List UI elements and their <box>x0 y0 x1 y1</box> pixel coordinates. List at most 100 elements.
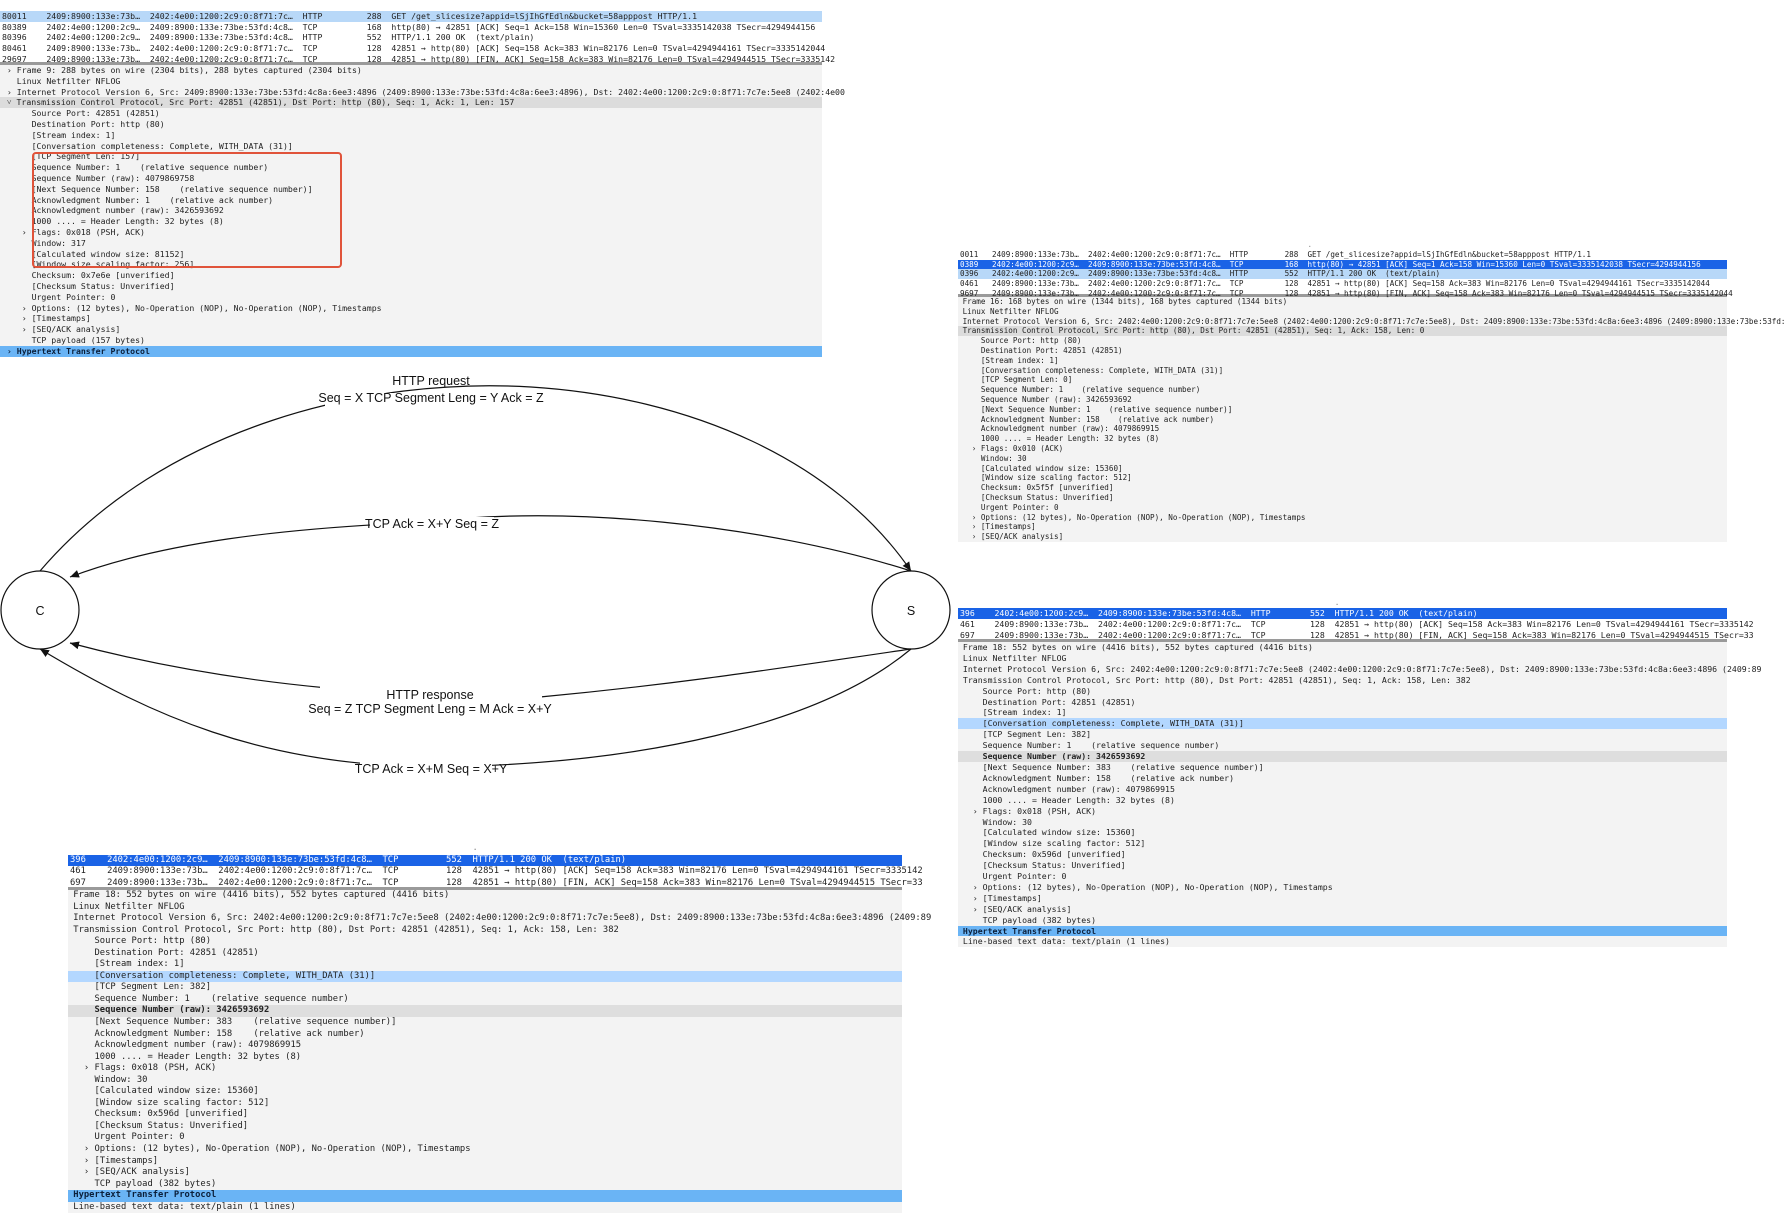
detail-line[interactable]: Acknowledgment Number: 158 (relative ack… <box>68 1028 365 1039</box>
detail-line[interactable]: Linux Netfilter NFLOG <box>958 306 1059 316</box>
detail-line[interactable]: › Frame 9: 288 bytes on wire (2304 bits)… <box>2 65 362 75</box>
detail-line[interactable]: TCP payload (382 bytes) <box>958 914 1097 925</box>
detail-line[interactable]: › Flags: 0x018 (PSH, ACK) <box>68 1063 217 1074</box>
detail-line[interactable]: Acknowledgment number (raw): 4079869915 <box>68 1040 302 1051</box>
detail-line[interactable]: Frame 18: 552 bytes on wire (4416 bits),… <box>68 890 450 900</box>
detail-line[interactable]: [Next Sequence Number: 383 (relative seq… <box>68 1017 397 1028</box>
packet-row[interactable]: 80396 2402:4e00:1200:2c9… 2409:8900:133e… <box>2 32 535 43</box>
detail-line[interactable]: Acknowledgment number (raw): 4079869915 <box>958 424 1160 434</box>
detail-line[interactable]: [Next Sequence Number: 1 (relative seque… <box>958 404 1233 414</box>
detail-line[interactable]: Sequence Number: 1 (relative sequence nu… <box>958 740 1220 751</box>
detail-line[interactable]: Internet Protocol Version 6, Src: 2402:4… <box>958 663 1762 674</box>
detail-line[interactable]: 1000 .... = Header Length: 32 bytes (8) <box>958 434 1160 444</box>
detail-line[interactable]: [Stream index: 1] <box>958 707 1067 718</box>
detail-line[interactable]: Transmission Control Protocol, Src Port:… <box>68 924 619 935</box>
detail-line[interactable]: [Window size scaling factor: 512] <box>68 1097 270 1108</box>
detail-line[interactable]: Window: 30 <box>958 816 1032 827</box>
detail-line[interactable]: Destination Port: http (80) <box>2 118 165 129</box>
packet-row[interactable]: 0389 2402:4e00:1200:2c9… 2409:8900:133e:… <box>958 259 1727 270</box>
detail-line[interactable]: [Window size scaling factor: 256] <box>2 259 195 270</box>
detail-line[interactable]: 1000 .... = Header Length: 32 bytes (8) <box>68 1051 302 1062</box>
detail-line[interactable]: [TCP Segment Len: 382] <box>958 729 1092 740</box>
detail-line[interactable]: [Checksum Status: Unverified] <box>958 860 1126 871</box>
detail-line[interactable]: 1000 .... = Header Length: 32 bytes (8) <box>2 216 224 227</box>
detail-line[interactable]: Window: 317 <box>2 237 86 248</box>
detail-line[interactable]: Window: 30 <box>958 453 1027 463</box>
detail-line[interactable]: Source Port: 42851 (42851) <box>2 108 160 119</box>
detail-line[interactable]: [Next Sequence Number: 383 (relative seq… <box>958 761 1264 772</box>
detail-line[interactable]: 1000 .... = Header Length: 32 bytes (8) <box>958 794 1175 805</box>
detail-line[interactable]: Transmission Control Protocol, Src Port:… <box>958 326 1727 337</box>
packet-row[interactable]: 80011 2409:8900:133e:73b… 2402:4e00:1200… <box>0 10 822 22</box>
packet-row[interactable]: 80389 2402:4e00:1200:2c9… 2409:8900:133e… <box>2 21 816 32</box>
detail-line[interactable]: [Stream index: 1] <box>68 959 185 970</box>
detail-line[interactable]: [Window size scaling factor: 512] <box>958 838 1146 849</box>
detail-line[interactable]: › Options: (12 bytes), No-Operation (NOP… <box>958 512 1306 522</box>
packet-row[interactable]: 396 2402:4e00:1200:2c9… 2409:8900:133e:7… <box>68 854 902 867</box>
detail-line[interactable]: [Conversation completeness: Complete, WI… <box>958 718 1727 730</box>
detail-line[interactable]: [Calculated window size: 15360] <box>958 463 1123 473</box>
detail-line[interactable]: [Checksum Status: Unverified] <box>2 280 175 291</box>
detail-line[interactable]: › [SEQ/ACK analysis] <box>68 1167 190 1178</box>
detail-line[interactable]: Transmission Control Protocol, Src Port:… <box>958 674 1471 685</box>
packet-row[interactable]: . <box>960 240 1313 249</box>
detail-line[interactable]: › Flags: 0x010 (ACK) <box>958 443 1064 453</box>
detail-line[interactable]: Urgent Pointer: 0 <box>958 871 1067 882</box>
packet-row[interactable] <box>0 0 822 11</box>
detail-line[interactable]: Line-based text data: text/plain (1 line… <box>68 1201 296 1212</box>
detail-line[interactable]: › Options: (12 bytes), No-Operation (NOP… <box>2 302 382 313</box>
detail-line[interactable]: Sequence Number: 1 (relative sequence nu… <box>958 385 1201 395</box>
detail-line[interactable]: Acknowledgment Number: 1 (relative ack n… <box>2 194 274 205</box>
detail-line[interactable]: Window: 30 <box>68 1074 148 1085</box>
detail-line[interactable]: Urgent Pointer: 0 <box>958 502 1059 512</box>
detail-line[interactable]: [Calculated window size: 81152] <box>2 248 185 259</box>
detail-line[interactable]: Checksum: 0x596d [unverified] <box>68 1109 249 1120</box>
detail-line[interactable]: Sequence Number (raw): 3426593692 <box>68 1005 902 1018</box>
detail-line[interactable]: › Options: (12 bytes), No-Operation (NOP… <box>68 1144 471 1155</box>
detail-line[interactable]: Destination Port: 42851 (42851) <box>958 345 1123 355</box>
detail-line[interactable]: Destination Port: 42851 (42851) <box>958 696 1136 707</box>
detail-line[interactable]: [Next Sequence Number: 158 (relative seq… <box>2 183 313 194</box>
detail-line[interactable]: › [SEQ/ACK analysis] <box>958 532 1064 542</box>
detail-line[interactable]: Line-based text data: text/plain (1 line… <box>958 936 1170 947</box>
detail-line[interactable]: Source Port: http (80) <box>958 336 1082 346</box>
detail-line[interactable]: Sequence Number: 1 (relative sequence nu… <box>68 993 349 1004</box>
detail-line[interactable]: › Internet Protocol Version 6, Src: 2409… <box>2 86 845 97</box>
detail-line[interactable]: Linux Netfilter NFLOG <box>68 901 185 912</box>
packet-row[interactable]: 9697 2409:8900:133e:73b… 2402:4e00:1200:… <box>960 288 1733 298</box>
detail-line[interactable]: Checksum: 0x5f5f [unverified] <box>958 483 1114 493</box>
detail-line[interactable]: › [Timestamps] <box>2 313 91 324</box>
detail-line[interactable]: [TCP Segment Len: 157] <box>2 151 141 162</box>
packet-row[interactable]: 396 2402:4e00:1200:2c9… 2409:8900:133e:7… <box>958 607 1727 619</box>
detail-line[interactable]: Internet Protocol Version 6, Src: 2402:4… <box>68 913 932 924</box>
detail-line[interactable]: Internet Protocol Version 6, Src: 2402:4… <box>958 316 1786 326</box>
detail-line[interactable]: [Stream index: 1] <box>958 355 1059 365</box>
detail-line[interactable]: Sequence Number (raw): 4079869758 <box>2 172 195 183</box>
packet-row[interactable]: 0396 2402:4e00:1200:2c9… 2409:8900:133e:… <box>958 269 1727 280</box>
detail-line[interactable]: [Checksum Status: Unverified] <box>68 1120 249 1131</box>
packet-row[interactable]: 0011 2409:8900:133e:73b… 2402:4e00:1200:… <box>960 249 1591 259</box>
detail-line[interactable]: ˅ Transmission Control Protocol, Src Por… <box>0 97 822 109</box>
detail-line[interactable]: › [SEQ/ACK analysis] <box>2 324 121 335</box>
detail-line[interactable]: Sequence Number (raw): 3426593692 <box>958 751 1727 762</box>
packet-row[interactable]: 697 2409:8900:133e:73b… 2402:4e00:1200:2… <box>960 629 1754 640</box>
detail-line[interactable]: Urgent Pointer: 0 <box>2 291 116 302</box>
detail-line[interactable]: Linux Netfilter NFLOG <box>2 75 121 86</box>
detail-line[interactable]: › [SEQ/ACK analysis] <box>958 903 1072 914</box>
detail-line[interactable]: Hypertext Transfer Protocol <box>68 1190 902 1202</box>
detail-line[interactable]: › [Timestamps] <box>958 522 1036 532</box>
detail-line[interactable]: Frame 16: 168 bytes on wire (1344 bits),… <box>958 297 1288 306</box>
packet-row[interactable]: 697 2409:8900:133e:73b… 2402:4e00:1200:2… <box>70 877 923 888</box>
packet-row[interactable]: 80461 2409:8900:133e:73b… 2402:4e00:1200… <box>2 43 826 54</box>
packet-row[interactable]: 29697 2409:8900:133e:73b… 2402:4e00:1200… <box>2 53 836 64</box>
detail-line[interactable]: Acknowledgment number (raw): 4079869915 <box>958 783 1175 794</box>
detail-line[interactable]: [Conversation completeness: Complete, WI… <box>958 365 1224 375</box>
detail-line[interactable]: › Flags: 0x018 (PSH, ACK) <box>2 226 145 237</box>
detail-line[interactable]: Frame 18: 552 bytes on wire (4416 bits),… <box>958 642 1313 652</box>
detail-line[interactable]: Acknowledgment Number: 158 (relative ack… <box>958 772 1235 783</box>
detail-line[interactable]: [Stream index: 1] <box>2 129 116 140</box>
packet-row[interactable]: 0461 2409:8900:133e:73b… 2402:4e00:1200:… <box>960 279 1710 289</box>
detail-line[interactable]: › [Timestamps] <box>68 1155 159 1166</box>
detail-line[interactable]: Sequence Number (raw): 3426593692 <box>958 394 1132 404</box>
detail-line[interactable]: [Calculated window size: 15360] <box>958 827 1136 838</box>
